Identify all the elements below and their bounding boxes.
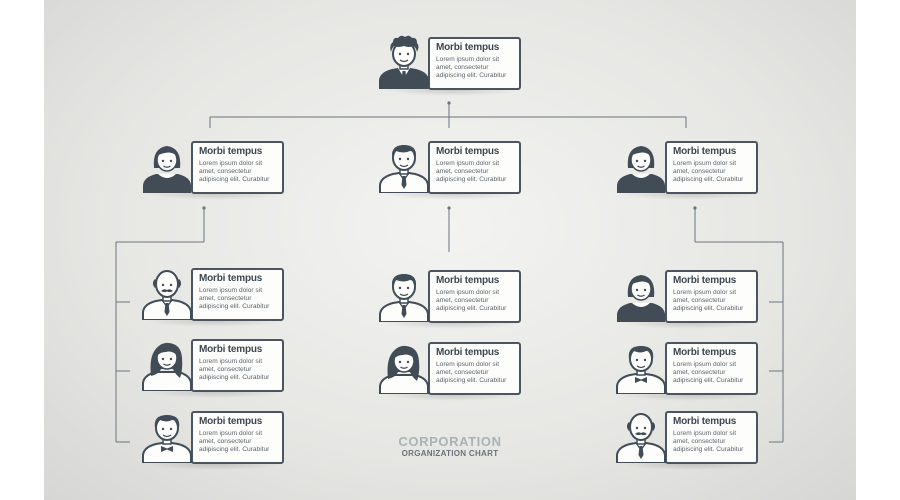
bald-man-mustache-icon: [139, 265, 195, 320]
node-name: Morbi tempus: [199, 273, 263, 284]
node-card: Morbi tempus Lorem ipsum dolor sit amet,…: [191, 141, 284, 194]
node-card: Morbi tempus Lorem ipsum dolor sit amet,…: [665, 411, 758, 464]
man-tie-icon: [376, 267, 432, 322]
node-description: Lorem ipsum dolor sit amet, consectetur …: [436, 160, 507, 184]
node-description: Lorem ipsum dolor sit amet, consectetur …: [436, 289, 507, 313]
node-card: Morbi tempus Lorem ipsum dolor sit amet,…: [665, 270, 758, 323]
bald-man-mustache-icon: [613, 408, 669, 463]
node-description: Lorem ipsum dolor sit amet, consectetur …: [673, 361, 744, 385]
chart-title: CORPORATION ORGANIZATION CHART: [390, 434, 510, 459]
node-card: Morbi tempus Lorem ipsum dolor sit amet,…: [665, 141, 758, 194]
node-description: Lorem ipsum dolor sit amet, consectetur …: [673, 289, 744, 313]
node-name: Morbi tempus: [436, 347, 500, 358]
man-curly-hair-tie-icon: [376, 34, 432, 89]
org-node-left-staff-3[interactable]: Morbi tempus Lorem ipsum dolor sit amet,…: [139, 408, 291, 470]
woman-long-hair-icon: [139, 336, 195, 391]
node-name: Morbi tempus: [199, 416, 263, 427]
node-description: Lorem ipsum dolor sit amet, consectetur …: [199, 160, 270, 184]
node-name: Morbi tempus: [436, 42, 500, 53]
org-node-center-staff-1[interactable]: Morbi tempus Lorem ipsum dolor sit amet,…: [376, 267, 528, 329]
man-tie-icon: [376, 138, 432, 193]
org-node-right-manager[interactable]: Morbi tempus Lorem ipsum dolor sit amet,…: [613, 138, 765, 200]
woman-bob-hair-icon: [139, 138, 195, 193]
woman-long-hair-icon: [376, 339, 432, 394]
node-card: Morbi tempus Lorem ipsum dolor sit amet,…: [191, 411, 284, 464]
man-bowtie-icon: [613, 339, 669, 394]
org-node-right-staff-3[interactable]: Morbi tempus Lorem ipsum dolor sit amet,…: [613, 408, 765, 470]
org-node-ceo[interactable]: Morbi tempus Lorem ipsum dolor sit amet,…: [376, 34, 528, 96]
org-node-left-staff-1[interactable]: Morbi tempus Lorem ipsum dolor sit amet,…: [139, 265, 291, 327]
node-name: Morbi tempus: [673, 275, 737, 286]
node-name: Morbi tempus: [673, 347, 737, 358]
node-name: Morbi tempus: [199, 344, 263, 355]
node-card: Morbi tempus Lorem ipsum dolor sit amet,…: [428, 342, 521, 395]
man-bowtie-icon: [139, 408, 195, 463]
org-chart-canvas: Morbi tempus Lorem ipsum dolor sit amet,…: [44, 0, 856, 500]
org-node-left-staff-2[interactable]: Morbi tempus Lorem ipsum dolor sit amet,…: [139, 336, 291, 398]
node-name: Morbi tempus: [673, 416, 737, 427]
node-name: Morbi tempus: [436, 146, 500, 157]
node-description: Lorem ipsum dolor sit amet, consectetur …: [436, 56, 507, 80]
node-card: Morbi tempus Lorem ipsum dolor sit amet,…: [191, 268, 284, 321]
node-description: Lorem ipsum dolor sit amet, consectetur …: [199, 430, 270, 454]
node-description: Lorem ipsum dolor sit amet, consectetur …: [673, 160, 744, 184]
node-description: Lorem ipsum dolor sit amet, consectetur …: [199, 287, 270, 311]
node-description: Lorem ipsum dolor sit amet, consectetur …: [673, 430, 744, 454]
woman-bob-hair-icon: [613, 267, 669, 322]
chart-title-line-1: CORPORATION: [398, 434, 502, 449]
node-name: Morbi tempus: [199, 146, 263, 157]
connector-lines: [115, 101, 784, 443]
org-node-center-manager[interactable]: Morbi tempus Lorem ipsum dolor sit amet,…: [376, 138, 528, 200]
node-name: Morbi tempus: [436, 275, 500, 286]
org-node-right-staff-2[interactable]: Morbi tempus Lorem ipsum dolor sit amet,…: [613, 339, 765, 401]
node-description: Lorem ipsum dolor sit amet, consectetur …: [436, 361, 507, 385]
woman-bob-hair-icon: [613, 138, 669, 193]
org-node-center-staff-2[interactable]: Morbi tempus Lorem ipsum dolor sit amet,…: [376, 339, 528, 401]
org-node-left-manager[interactable]: Morbi tempus Lorem ipsum dolor sit amet,…: [139, 138, 291, 200]
node-card: Morbi tempus Lorem ipsum dolor sit amet,…: [191, 339, 284, 392]
node-card: Morbi tempus Lorem ipsum dolor sit amet,…: [665, 342, 758, 395]
org-node-right-staff-1[interactable]: Morbi tempus Lorem ipsum dolor sit amet,…: [613, 267, 765, 329]
node-card: Morbi tempus Lorem ipsum dolor sit amet,…: [428, 270, 521, 323]
node-name: Morbi tempus: [673, 146, 737, 157]
node-card: Morbi tempus Lorem ipsum dolor sit amet,…: [428, 37, 521, 90]
node-card: Morbi tempus Lorem ipsum dolor sit amet,…: [428, 141, 521, 194]
node-description: Lorem ipsum dolor sit amet, consectetur …: [199, 358, 270, 382]
chart-title-line-2: ORGANIZATION CHART: [401, 449, 499, 458]
